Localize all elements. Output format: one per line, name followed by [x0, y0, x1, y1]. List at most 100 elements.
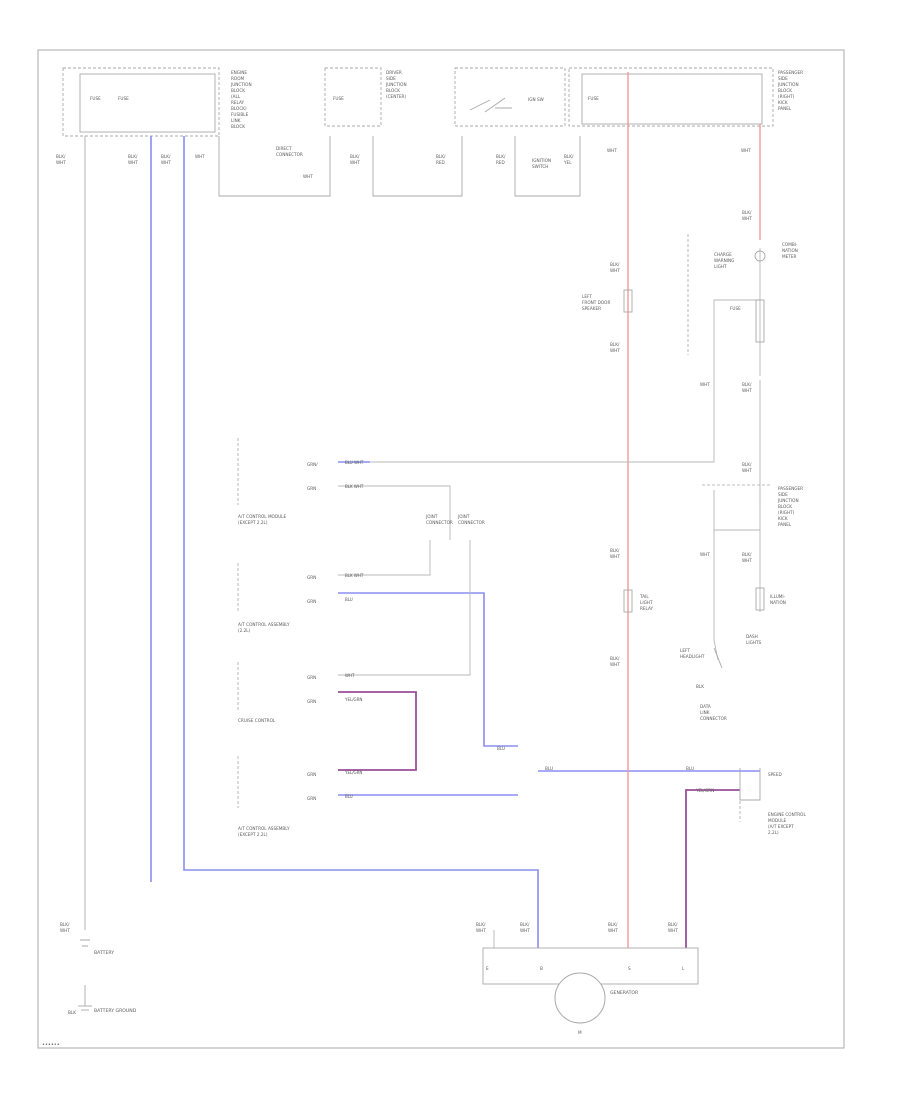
svg-text:JUNCTION: JUNCTION — [385, 82, 407, 87]
svg-text:METER: METER — [782, 254, 796, 259]
svg-text:A/T CONTROL ASSEMBLY: A/T CONTROL ASSEMBLY — [238, 622, 290, 627]
svg-text:WHT: WHT — [56, 160, 66, 165]
svg-text:(A/T EXCEPT: (A/T EXCEPT — [768, 824, 794, 829]
svg-text:BLK/: BLK/ — [742, 552, 752, 557]
svg-text:SIDE: SIDE — [778, 492, 788, 497]
svg-text:BLU WHT: BLU WHT — [345, 460, 364, 465]
svg-text:BLOCK): BLOCK) — [231, 106, 247, 111]
svg-text:TAIL: TAIL — [639, 594, 649, 599]
middle-symbols — [623, 250, 766, 801]
svg-text:JOINT: JOINT — [457, 514, 470, 519]
svg-text:BLOCK: BLOCK — [778, 88, 792, 93]
svg-text:NATION: NATION — [770, 600, 786, 605]
svg-text:BLU: BLU — [345, 597, 353, 602]
svg-text:BLK/: BLK/ — [608, 922, 618, 927]
component-box-right-inner — [581, 73, 763, 125]
svg-text:JUNCTION: JUNCTION — [777, 498, 799, 503]
svg-text:BLK WHT: BLK WHT — [345, 484, 364, 489]
svg-text:PANEL: PANEL — [778, 106, 792, 111]
svg-text:SIDE: SIDE — [386, 76, 396, 81]
svg-text:WHT: WHT — [303, 174, 313, 179]
svg-text:LIGHTS: LIGHTS — [746, 640, 762, 645]
svg-text:BLK/: BLK/ — [742, 462, 752, 467]
svg-text:JUNCTION: JUNCTION — [777, 82, 799, 87]
generator-symbol — [554, 972, 606, 1024]
signal-wire-4 — [338, 540, 471, 676]
svg-text:HEADLIGHT: HEADLIGHT — [680, 654, 705, 659]
svg-text:GRN: GRN — [307, 796, 316, 801]
svg-text:JUNCTION: JUNCTION — [230, 82, 252, 87]
battery-ground-label: BATTERY GROUND — [94, 1008, 137, 1014]
svg-text:LINK: LINK — [700, 710, 710, 715]
svg-text:CHARGE: CHARGE — [714, 252, 732, 257]
svg-text:CONNECTOR: CONNECTOR — [276, 152, 303, 157]
svg-text:WHT: WHT — [742, 216, 752, 221]
svg-text:BLK/: BLK/ — [742, 210, 752, 215]
svg-text:WHT: WHT — [610, 662, 620, 667]
svg-text:GRN: GRN — [307, 486, 316, 491]
svg-text:M: M — [578, 1030, 582, 1035]
svg-text:YEL/GRN: YEL/GRN — [344, 770, 362, 775]
svg-text:LEFT: LEFT — [582, 294, 592, 299]
svg-text:RED: RED — [496, 160, 505, 165]
svg-text:YEL/GRN: YEL/GRN — [344, 697, 362, 702]
svg-text:COMBI-: COMBI- — [782, 242, 798, 247]
svg-text:PASSENGER: PASSENGER — [778, 486, 803, 491]
svg-text:ILLUMI-: ILLUMI- — [770, 594, 786, 599]
signal-wire-2 — [338, 485, 451, 540]
junction-outline-left — [218, 136, 331, 197]
svg-text:BLK/: BLK/ — [742, 382, 752, 387]
svg-text:WHT: WHT — [161, 160, 171, 165]
svg-text:BLOCK: BLOCK — [386, 88, 400, 93]
svg-text:LIGHT: LIGHT — [714, 264, 727, 269]
svg-text:BLK/: BLK/ — [610, 342, 620, 347]
svg-text:(2.2L): (2.2L) — [238, 628, 251, 633]
svg-text:WHT: WHT — [345, 673, 355, 678]
svg-text:KICK: KICK — [778, 100, 788, 105]
svg-text:WHT: WHT — [700, 382, 710, 387]
svg-text:WHT: WHT — [742, 388, 752, 393]
svg-text:BLK/: BLK/ — [668, 922, 678, 927]
svg-text:WHT: WHT — [520, 928, 530, 933]
signal-wires — [338, 248, 761, 948]
svg-text:DATA: DATA — [700, 704, 711, 709]
svg-text:BLK/: BLK/ — [610, 548, 620, 553]
blue-wires — [150, 136, 760, 948]
svg-text:S: S — [628, 966, 631, 971]
svg-text:(EXCEPT 2.2L): (EXCEPT 2.2L) — [238, 520, 268, 525]
svg-text:BLK: BLK — [68, 1010, 76, 1015]
svg-text:WHT: WHT — [668, 928, 678, 933]
battery: BLK/ WHT BATTERY BLK BATTERY GROUND — [60, 922, 137, 1015]
component-box-right — [568, 67, 774, 127]
svg-text:WHT: WHT — [700, 552, 710, 557]
svg-text:WHT: WHT — [607, 148, 617, 153]
svg-text:DASH: DASH — [746, 634, 758, 639]
svg-text:BLK/: BLK/ — [520, 922, 530, 927]
fuse-box-center — [324, 67, 382, 127]
svg-text:BLK/: BLK/ — [128, 154, 138, 159]
svg-text:BLK/: BLK/ — [161, 154, 171, 159]
svg-text:CRUISE CONTROL: CRUISE CONTROL — [238, 718, 276, 723]
relay-switch — [469, 97, 512, 113]
svg-text:BLK/: BLK/ — [496, 154, 506, 159]
svg-text:FUSE: FUSE — [333, 96, 344, 101]
svg-text:RED: RED — [436, 160, 445, 165]
fuse-symbol-3 — [755, 587, 765, 611]
svg-text:A/T CONTROL MODULE: A/T CONTROL MODULE — [238, 514, 286, 519]
svg-text:BLU: BLU — [497, 746, 505, 751]
svg-text:GRN: GRN — [307, 772, 316, 777]
svg-text:ENGINE: ENGINE — [231, 70, 247, 75]
diagram-stamp: •••••• — [42, 1042, 60, 1048]
svg-text:BLK/: BLK/ — [476, 922, 486, 927]
relay-box — [454, 67, 566, 127]
svg-text:FUSE: FUSE — [730, 306, 741, 311]
connector-right — [739, 768, 761, 801]
svg-text:CONNECTOR: CONNECTOR — [700, 716, 727, 721]
svg-text:BLOCK: BLOCK — [231, 88, 245, 93]
generator: GENERATOR BLK/ WHT BLK/ WHT BLK/ WHT BLK… — [476, 922, 699, 1035]
svg-text:(RIGHT): (RIGHT) — [778, 510, 795, 515]
svg-text:RELAY: RELAY — [640, 606, 654, 611]
svg-text:DRIVER: DRIVER — [386, 70, 402, 75]
svg-text:B: B — [540, 966, 543, 971]
